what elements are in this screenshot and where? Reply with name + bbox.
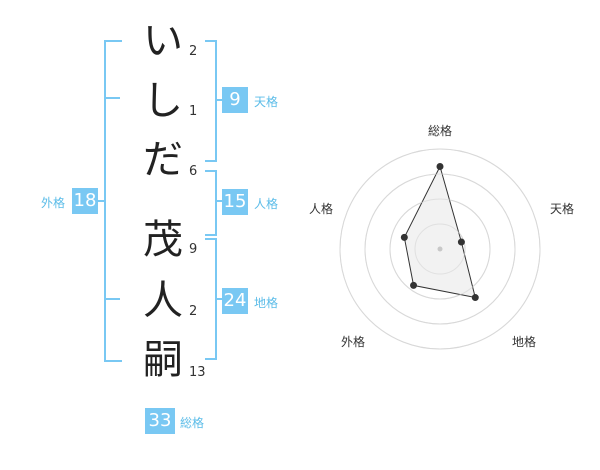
soukaku-label: 総格 bbox=[180, 416, 205, 430]
radar-point-4 bbox=[400, 233, 408, 241]
jinkaku-label: 人格 bbox=[254, 197, 279, 211]
chikaku-value-badge: 24 bbox=[222, 288, 248, 314]
radar-grid-ring-overlay bbox=[364, 173, 516, 325]
name-char-2: し bbox=[143, 78, 183, 124]
stroke-count-4: 9 bbox=[189, 242, 198, 257]
name-char-4: 茂 bbox=[143, 217, 183, 263]
radar-grid-ring-overlay bbox=[414, 223, 466, 275]
gaikaku-tick bbox=[104, 298, 120, 300]
gaikaku-tick bbox=[104, 97, 120, 99]
jinkaku-value-badge: 15 bbox=[222, 189, 248, 215]
radar-point-3 bbox=[410, 281, 418, 289]
radar-point-0 bbox=[436, 163, 444, 170]
radar-axis-label-tenkaku: 天格 bbox=[550, 202, 575, 216]
chikaku-connector bbox=[215, 298, 223, 300]
stroke-count-3: 6 bbox=[189, 164, 198, 179]
gaikaku-label: 外格 bbox=[41, 196, 66, 210]
radar-axis-label-jinkaku: 人格 bbox=[309, 202, 334, 216]
tenkaku-value-badge: 9 bbox=[222, 87, 248, 113]
radar-point-2 bbox=[471, 294, 479, 302]
radar-center-dot bbox=[437, 246, 443, 252]
name-char-1: い bbox=[143, 18, 183, 64]
radar-grid-ring-overlay bbox=[389, 198, 491, 300]
radar-grid-ring-overlay bbox=[339, 148, 541, 350]
stroke-count-6: 13 bbox=[189, 365, 206, 380]
tenkaku-bracket bbox=[205, 40, 217, 162]
name-char-5: 人 bbox=[143, 278, 183, 324]
chikaku-label: 地格 bbox=[254, 296, 279, 310]
stroke-count-2: 1 bbox=[189, 104, 198, 119]
radar-axis-label-gaikaku: 外格 bbox=[341, 335, 366, 349]
soukaku-value-badge: 33 bbox=[145, 408, 175, 434]
gaikaku-value-badge: 18 bbox=[72, 188, 98, 214]
jinkaku-bracket bbox=[205, 170, 217, 236]
tenkaku-label: 天格 bbox=[254, 95, 279, 109]
tenkaku-connector bbox=[215, 99, 223, 101]
radar-axis-label-chikaku: 地格 bbox=[512, 335, 537, 349]
stroke-count-1: 2 bbox=[189, 44, 198, 59]
name-char-6: 嗣 bbox=[143, 337, 183, 383]
jinkaku-connector bbox=[215, 200, 223, 202]
radar-series-polygon bbox=[403, 165, 476, 299]
gaikaku-connector bbox=[97, 200, 106, 202]
radar-point-1 bbox=[457, 238, 465, 246]
radar-axis-label-soukaku: 総格 bbox=[428, 124, 453, 138]
name-char-3: だ bbox=[143, 137, 183, 183]
stroke-count-5: 2 bbox=[189, 304, 198, 319]
